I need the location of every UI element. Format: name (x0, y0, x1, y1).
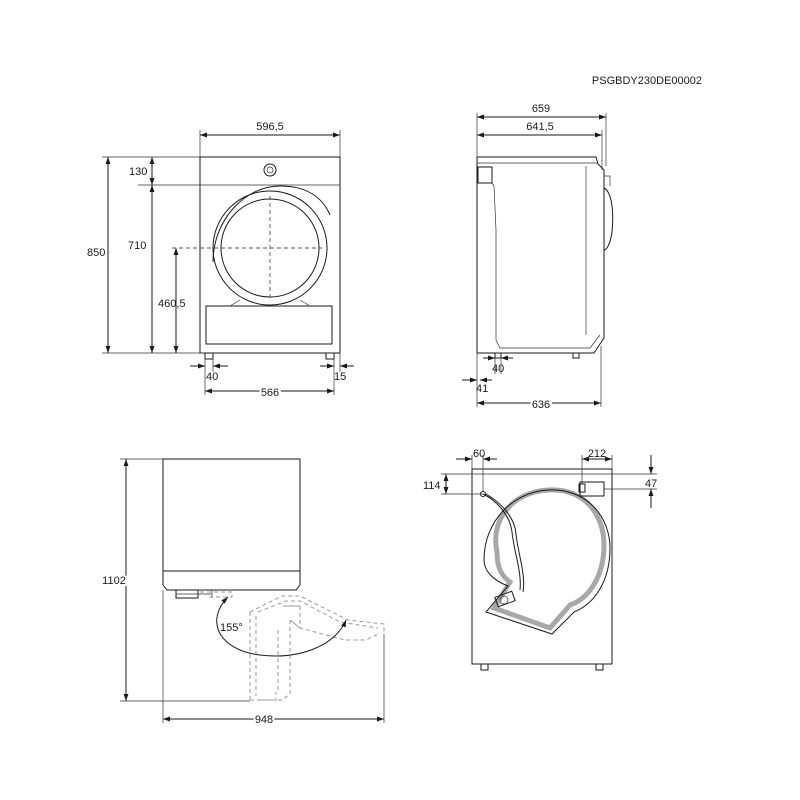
rear-right-outlet-height-label: 47 (645, 478, 657, 490)
front-feet-span-label: 566 (261, 387, 279, 399)
front-left-foot-label: 40 (206, 371, 218, 383)
side-body-depth-label: 641,5 (526, 121, 554, 133)
rear-view: 60 212 114 47 (423, 448, 657, 671)
door-open-width-label: 948 (255, 714, 273, 726)
door-open-view: 155° 1102 948 (100, 458, 385, 728)
side-total-depth-label: 659 (532, 103, 550, 115)
front-view: 596,5 850 130 710 460,5 40 15 566 (87, 121, 354, 401)
rear-left-outlet-height-label: 114 (423, 480, 441, 492)
rear-left-outlet-offset-label: 60 (473, 448, 485, 460)
front-body-height-label: 710 (128, 240, 146, 252)
front-top-offset-label: 130 (129, 166, 147, 178)
front-total-height-label: 850 (87, 247, 105, 259)
side-foot-offset-label: 40 (492, 363, 504, 375)
door-angle-label: 155° (220, 622, 243, 634)
front-right-foot-label: 15 (334, 371, 346, 383)
front-door-center-height-label: 460,5 (158, 298, 186, 310)
front-width-label: 596,5 (256, 121, 284, 133)
side-rear-offset-label: 41 (476, 383, 488, 395)
side-base-depth-label: 636 (532, 399, 550, 411)
side-view: 659 641,5 40 41 636 (462, 103, 614, 413)
rear-right-outlet-offset-label: 212 (588, 448, 606, 460)
door-open-height-label: 1102 (102, 575, 126, 587)
document-code: PSGBDY230DE00002 (592, 75, 702, 87)
